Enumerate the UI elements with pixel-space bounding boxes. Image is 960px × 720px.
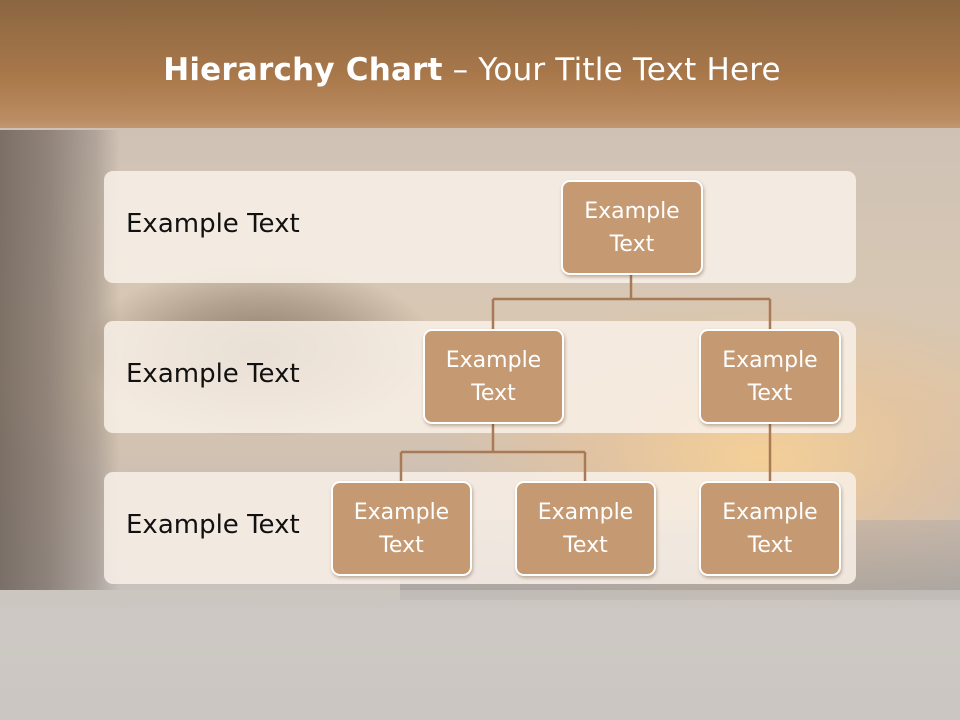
title-rest: – Your Title Text Here [442,52,781,88]
level-label-1: Example Text [126,209,300,239]
level-label-3: Example Text [126,510,300,540]
node-leaf-2-line1: Example [537,499,634,525]
title-bold: Hierarchy Chart [163,52,443,88]
node-mid-left-line2: Text [471,380,516,406]
node-mid-right-line2: Text [747,380,793,406]
node-root-line1: Example [584,198,680,224]
node-mid-left-line1: Example [445,347,542,373]
node-mid-right-line1: Example [722,347,818,373]
node-leaf-1-line1: Example [353,499,450,525]
title-bar-background [0,0,960,140]
node-root-line2: Text [609,231,655,257]
node-leaf-2-line2: Text [563,532,608,558]
level-label-2: Example Text [126,359,300,389]
bottom-fade [0,590,960,720]
level-band-1: Example Text [104,171,856,283]
node-leaf-3-line2: Text [747,532,793,558]
node-leaf-1-line2: Text [379,532,424,558]
node-leaf-3-line1: Example [722,499,818,525]
slide-title: Hierarchy Chart – Your Title Text Here [0,52,944,88]
